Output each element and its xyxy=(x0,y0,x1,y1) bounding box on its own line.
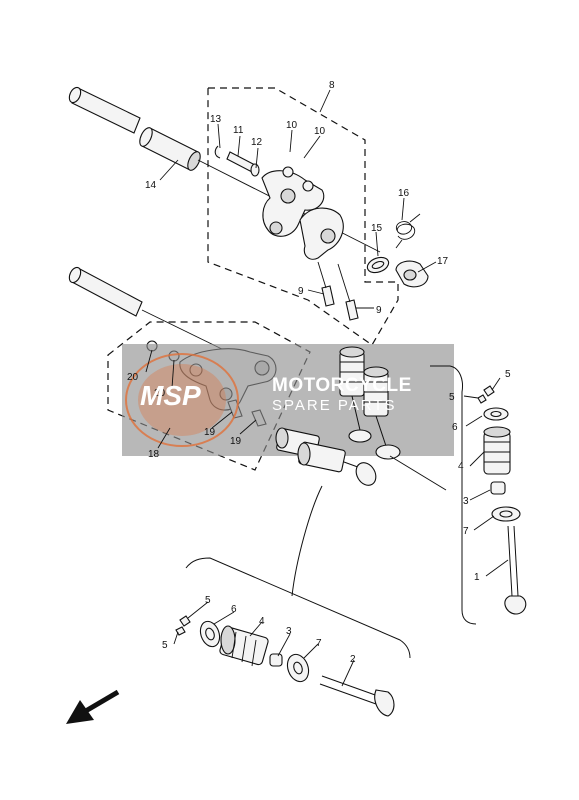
part-label: 18 xyxy=(148,449,160,460)
part-label: 9 xyxy=(298,286,304,297)
leader-lines xyxy=(145,89,509,687)
part-label: 10 xyxy=(286,120,298,131)
part-label: 20 xyxy=(127,372,139,383)
part-label: 12 xyxy=(251,137,263,148)
watermark-line2: SPARE PARTS xyxy=(272,397,397,414)
part-label: 8 xyxy=(329,80,335,91)
part-label: 19 xyxy=(204,427,216,438)
springs-15-16-17 xyxy=(366,213,429,288)
part-label: 5 xyxy=(205,595,211,606)
part-label: 3 xyxy=(286,626,292,637)
rocker-arm-upper xyxy=(214,145,344,260)
part-label: 4 xyxy=(259,616,265,627)
part-label: 3 xyxy=(463,496,469,507)
watermark-logo: MSP xyxy=(140,380,201,411)
valve-exploded-right xyxy=(389,365,527,625)
part-label: 19 xyxy=(230,436,242,447)
part-label: 10 xyxy=(314,126,326,137)
part-label: 6 xyxy=(452,422,458,433)
part-label: 2 xyxy=(350,654,356,665)
part-label: 6 xyxy=(231,604,237,615)
part-label: 11 xyxy=(233,125,244,136)
part-label: 5 xyxy=(449,392,455,403)
part-label: 7 xyxy=(463,526,469,537)
part-label: 5 xyxy=(162,640,168,651)
shaft-lower xyxy=(68,266,229,353)
adjuster-screws-9 xyxy=(317,261,359,321)
part-label: 20 xyxy=(154,388,166,399)
watermark-text: MOTORCYCLE SPARE PARTS xyxy=(272,375,412,415)
rocker-box-8 xyxy=(207,87,399,346)
part-label: 9 xyxy=(376,305,382,316)
part-label: 7 xyxy=(316,638,322,649)
valve-springs-installed xyxy=(275,346,401,486)
part-label: 15 xyxy=(371,223,383,234)
part-label: 4 xyxy=(458,461,464,472)
part-label: 13 xyxy=(210,114,222,125)
part-label: 17 xyxy=(437,256,449,267)
part-label: 5 xyxy=(505,369,511,380)
part-label: 14 xyxy=(145,180,157,191)
part-number-labels: 1 2 3 3 4 4 5 5 5 5 6 6 7 7 8 9 9 10 10 … xyxy=(127,80,511,665)
part-label: 16 xyxy=(398,188,410,199)
watermark-line1: MOTORCYCLE xyxy=(272,375,412,396)
valve-exploded-bottom xyxy=(175,485,411,717)
part-label: 1 xyxy=(474,572,480,583)
front-arrow-icon xyxy=(66,689,120,724)
